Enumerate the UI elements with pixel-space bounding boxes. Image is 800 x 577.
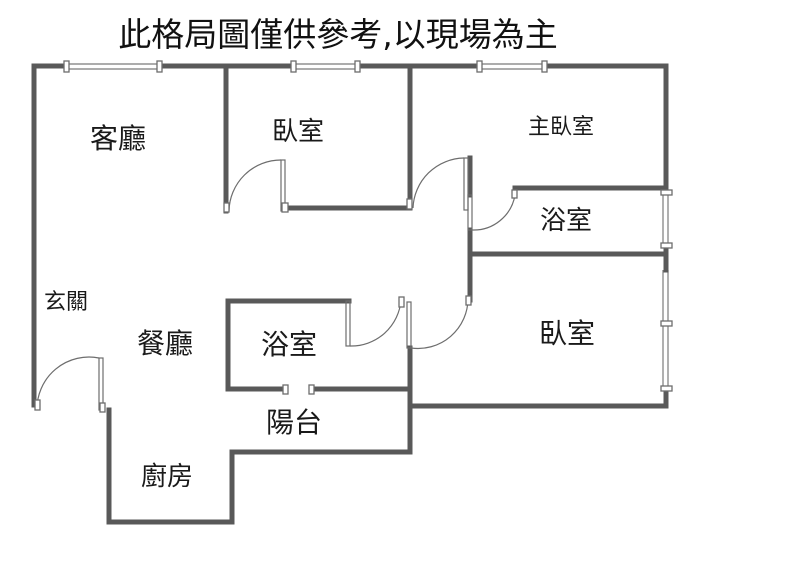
label-balcony: 陽台 <box>266 406 322 439</box>
label-dining-room: 餐廳 <box>137 327 193 360</box>
top-windows <box>67 63 545 70</box>
label-kitchen: 廚房 <box>141 462 193 492</box>
room-labels: 客廳 臥室 主臥室 浴室 玄關 餐廳 浴室 臥室 陽台 廚房 <box>44 115 595 492</box>
bedroom-top-door <box>223 159 289 213</box>
label-bedroom-right: 臥室 <box>539 317 595 350</box>
label-bathroom-master: 浴室 <box>540 206 592 236</box>
master-bedroom-door <box>406 157 469 211</box>
right-bedroom-door <box>406 295 472 350</box>
center-bath-door <box>345 296 405 347</box>
window-markers <box>63 60 673 395</box>
label-living-room: 客廳 <box>90 122 146 155</box>
right-windows <box>662 193 669 390</box>
label-bedroom-top: 臥室 <box>272 117 324 147</box>
label-entrance: 玄關 <box>44 290 88 315</box>
disclaimer-title: 此格局圖僅供參考,以現場為主 <box>118 15 558 54</box>
label-bathroom-center: 浴室 <box>261 328 317 361</box>
walls <box>31 63 669 525</box>
entrance-door <box>34 356 106 413</box>
master-bath-door <box>467 189 518 231</box>
label-master-bedroom: 主臥室 <box>528 115 594 140</box>
